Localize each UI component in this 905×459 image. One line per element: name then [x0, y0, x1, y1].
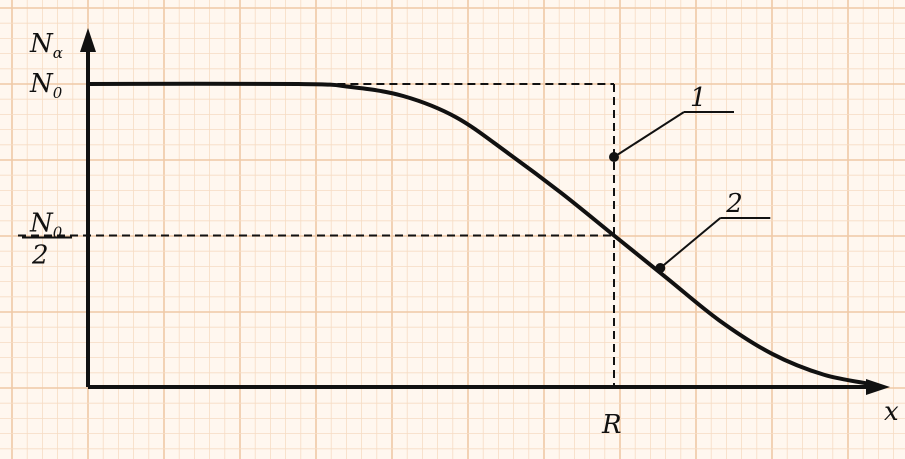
y-axis-arrow [80, 28, 96, 52]
y-axis-label: Nα [29, 29, 63, 62]
x-axis-label: x [884, 397, 899, 427]
svg-text:2: 2 [31, 241, 49, 271]
dashed-guides [18, 83, 615, 387]
annotation-label-2: 2 [725, 189, 743, 219]
axes [80, 28, 890, 395]
x-tick-label-r: R [601, 410, 622, 440]
svg-text:N0: N0 [29, 209, 63, 242]
series-line-curve [87, 81, 880, 389]
y-tick-label-n0: N0 [29, 69, 63, 102]
annotation-label-1: 1 [690, 83, 707, 113]
y-tick-label-n0-half: N0 2 [22, 209, 72, 271]
x-axis-arrow [866, 379, 890, 395]
annotations [609, 111, 771, 273]
annotation-leader-2 [659, 217, 721, 269]
annotation-leader-1 [613, 111, 685, 158]
